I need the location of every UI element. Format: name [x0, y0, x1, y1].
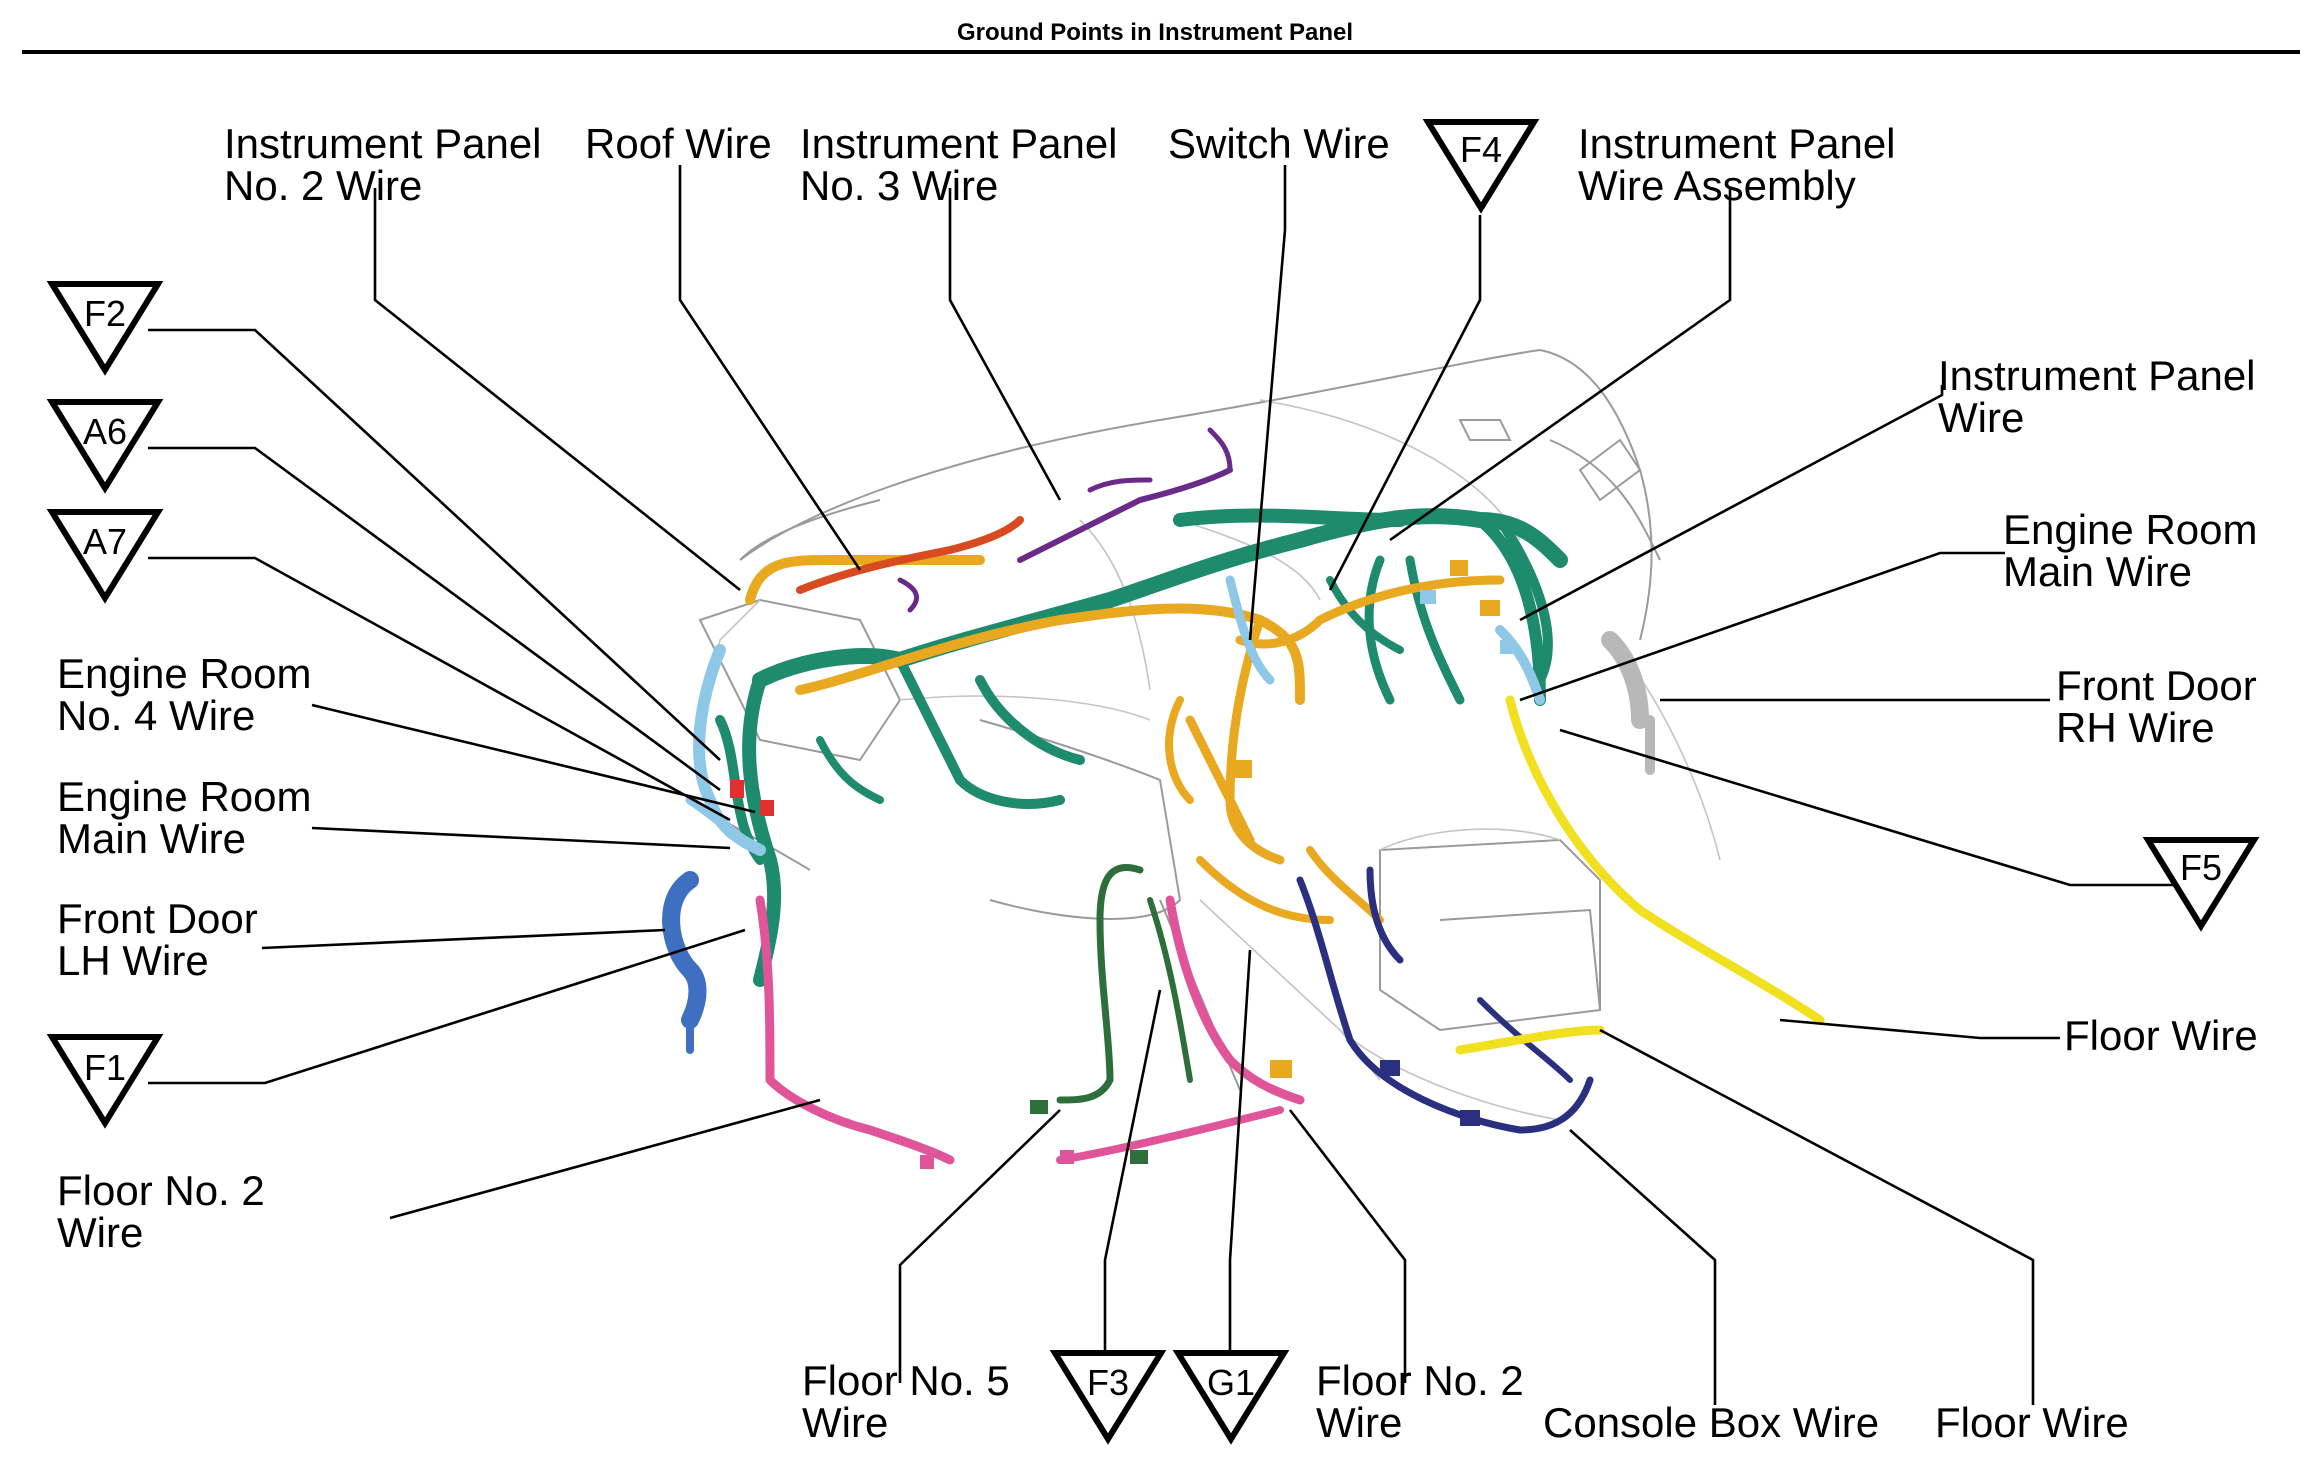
- svg-text:F2: F2: [84, 293, 126, 334]
- svg-text:Main Wire: Main Wire: [57, 815, 246, 862]
- svg-text:A6: A6: [83, 411, 127, 452]
- svg-text:A7: A7: [83, 521, 127, 562]
- label-floor-no2-wire-bottom: Floor No. 2 Wire: [1316, 1357, 1524, 1446]
- label-front-door-rh-wire: Front Door RH Wire: [2056, 662, 2257, 751]
- svg-text:Main Wire: Main Wire: [2003, 548, 2192, 595]
- label-instrument-panel-no3-wire: Instrument Panel No. 3 Wire: [800, 120, 1118, 209]
- svg-text:Wire: Wire: [57, 1209, 143, 1256]
- svg-text:RH Wire: RH Wire: [2056, 704, 2215, 751]
- svg-text:Console Box Wire: Console Box Wire: [1543, 1399, 1879, 1446]
- label-roof-wire: Roof Wire: [585, 120, 772, 167]
- ground-point-A7: A7: [46, 509, 164, 604]
- svg-text:F5: F5: [2180, 847, 2222, 888]
- label-instrument-panel-no2-wire: Instrument Panel No. 2 Wire: [224, 120, 542, 209]
- svg-text:No. 3 Wire: No. 3 Wire: [800, 162, 998, 209]
- label-front-door-lh-wire: Front Door LH Wire: [57, 895, 258, 984]
- svg-text:F1: F1: [84, 1047, 126, 1088]
- label-floor-no5-wire: Floor No. 5 Wire: [802, 1357, 1010, 1446]
- svg-text:No. 4 Wire: No. 4 Wire: [57, 692, 255, 739]
- ground-point-F2: F2: [46, 281, 164, 376]
- svg-text:F4: F4: [1460, 129, 1502, 170]
- svg-text:Engine Room: Engine Room: [57, 650, 311, 697]
- svg-text:Instrument Panel: Instrument Panel: [224, 120, 542, 167]
- label-engine-room-main-wire-right: Engine Room Main Wire: [2003, 506, 2257, 595]
- label-switch-wire: Switch Wire: [1168, 120, 1390, 167]
- label-floor-wire-right: Floor Wire: [2064, 1012, 2258, 1059]
- label-instrument-panel-wire: Instrument Panel Wire: [1938, 352, 2256, 441]
- svg-text:Wire Assembly: Wire Assembly: [1578, 162, 1856, 209]
- leader-lines: [148, 165, 2212, 1405]
- svg-text:Floor Wire: Floor Wire: [1935, 1399, 2129, 1446]
- svg-text:Roof Wire: Roof Wire: [585, 120, 772, 167]
- ground-point-F5: F5: [2142, 837, 2260, 932]
- svg-text:Wire: Wire: [1316, 1399, 1402, 1446]
- svg-text:Engine Room: Engine Room: [2003, 506, 2257, 553]
- dashboard-outline: [689, 349, 1721, 1121]
- label-floor-no2-wire-left: Floor No. 2 Wire: [57, 1167, 265, 1256]
- svg-text:Floor No. 5: Floor No. 5: [802, 1357, 1010, 1404]
- svg-text:Instrument Panel: Instrument Panel: [800, 120, 1118, 167]
- svg-text:Instrument Panel: Instrument Panel: [1578, 120, 1896, 167]
- ground-point-A6: A6: [46, 399, 164, 494]
- svg-text:G1: G1: [1207, 1362, 1255, 1403]
- label-instrument-panel-wire-assembly: Instrument Panel Wire Assembly: [1578, 120, 1896, 209]
- svg-text:Switch Wire: Switch Wire: [1168, 120, 1390, 167]
- svg-text:Front Door: Front Door: [57, 895, 258, 942]
- svg-text:Wire: Wire: [1938, 394, 2024, 441]
- label-engine-room-main-wire-left: Engine Room Main Wire: [57, 773, 311, 862]
- svg-text:Front Door: Front Door: [2056, 662, 2257, 709]
- wire-harness-group: [662, 427, 1825, 1169]
- svg-text:Engine Room: Engine Room: [57, 773, 311, 820]
- svg-text:LH Wire: LH Wire: [57, 937, 209, 984]
- label-floor-wire-bottom: Floor Wire: [1935, 1399, 2129, 1446]
- svg-text:Wire: Wire: [802, 1399, 888, 1446]
- ground-point-F1: F1: [46, 1034, 164, 1129]
- page-title: Ground Points in Instrument Panel: [957, 19, 1353, 46]
- svg-text:Floor Wire: Floor Wire: [2064, 1012, 2258, 1059]
- svg-text:Instrument Panel: Instrument Panel: [1938, 352, 2256, 399]
- svg-text:F3: F3: [1087, 1362, 1129, 1403]
- ground-point-F4: F4: [1422, 119, 1540, 214]
- svg-text:Floor No. 2: Floor No. 2: [1316, 1357, 1524, 1404]
- svg-text:No. 2 Wire: No. 2 Wire: [224, 162, 422, 209]
- ground-point-F3: F3: [1049, 1350, 1167, 1445]
- label-engine-room-no4-wire: Engine Room No. 4 Wire: [57, 650, 311, 739]
- ground-point-G1: G1: [1172, 1350, 1290, 1445]
- label-console-box-wire: Console Box Wire: [1543, 1399, 1879, 1446]
- svg-text:Floor No. 2: Floor No. 2: [57, 1167, 265, 1214]
